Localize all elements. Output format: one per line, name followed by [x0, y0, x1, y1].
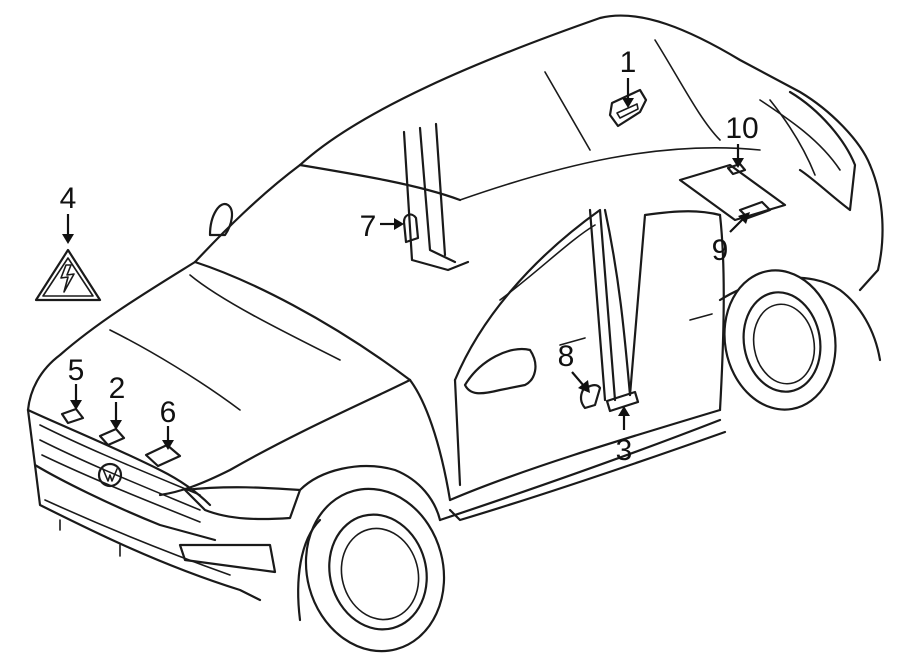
part-7-label-shape — [402, 213, 420, 244]
part-3-label-shape — [605, 390, 640, 413]
part-6-label-shape — [144, 443, 182, 468]
part-8-label-shape — [579, 384, 602, 410]
label-parts — [34, 88, 772, 468]
callout-arrows — [62, 78, 750, 450]
callout-numbers: 1 2 3 4 5 6 7 8 9 10 — [60, 46, 759, 467]
part-5-label-shape — [60, 407, 85, 425]
high-voltage-warning-icon — [34, 248, 102, 302]
callout-8: 8 — [558, 340, 575, 373]
callout-2: 2 — [109, 372, 126, 405]
callout-7: 7 — [360, 210, 377, 243]
part-1-label-inner — [616, 103, 639, 119]
part-2-label-shape — [98, 427, 126, 447]
callout-1: 1 — [620, 46, 637, 79]
part-1-label-shape — [608, 88, 648, 128]
callout-3: 3 — [616, 434, 633, 467]
callout-10: 10 — [725, 112, 758, 145]
callout-4: 4 — [60, 182, 77, 215]
callout-6: 6 — [160, 396, 177, 429]
callout-9: 9 — [712, 234, 729, 267]
callout-5: 5 — [68, 354, 85, 387]
part-10-label-shape — [726, 162, 747, 176]
vehicle-outline — [26, 14, 884, 653]
